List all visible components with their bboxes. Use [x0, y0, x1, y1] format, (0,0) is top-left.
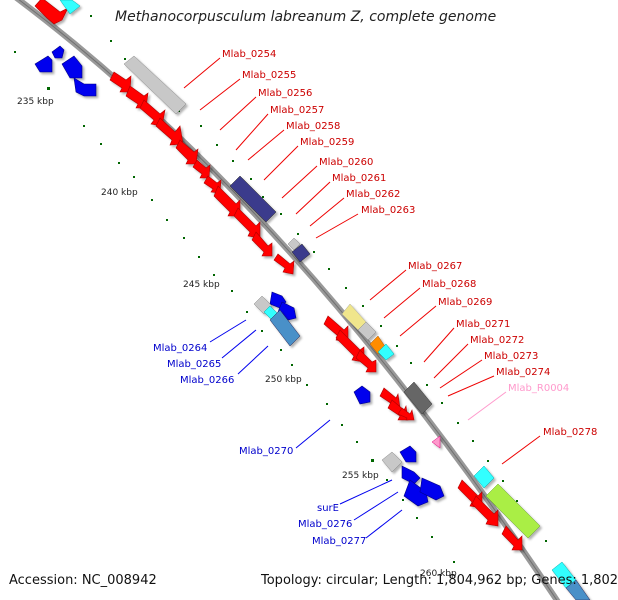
gene-mlab-0263b [251, 231, 273, 257]
gene-mlab-0255 [109, 71, 132, 93]
label-mlab-0266: Mlab_0266 [180, 375, 234, 386]
label-mlab-0255: Mlab_0255 [242, 70, 296, 81]
gene-mlab-0254 [34, 0, 69, 25]
leader-lines-right [183, 57, 541, 465]
gene-rev-a [34, 55, 53, 73]
feature-cyan-2 [377, 343, 395, 361]
label-mlab-0274: Mlab_0274 [496, 367, 550, 378]
gene-mlab-0259 [175, 139, 199, 165]
label-mlab-0259: Mlab_0259 [300, 137, 354, 148]
gene-mlab-0277b [419, 477, 445, 501]
leader-lines-left [209, 319, 403, 539]
gene-mlab-0263c [273, 253, 295, 275]
feature-grey-2 [287, 237, 301, 251]
feature-grey-4 [357, 321, 377, 341]
label-mlab-0263: Mlab_0263 [361, 205, 415, 216]
label-mlab-0257: Mlab_0257 [270, 105, 324, 116]
gene-rev-b [51, 45, 65, 59]
gene-mlab-0269 [355, 349, 377, 373]
scale-labels: 235 kbp 240 kbp 245 kbp 250 kbp 255 kbp … [17, 97, 457, 579]
scale-label-260: 260 kbp [420, 569, 457, 579]
other-features [59, 0, 591, 600]
scale-label-255: 255 kbp [342, 471, 379, 481]
label-mlab-r0004: Mlab_R0004 [508, 383, 569, 394]
label-mlab-0258: Mlab_0258 [286, 121, 340, 132]
gene-mlab-0276b [401, 465, 421, 485]
scale-label-250: 250 kbp [265, 375, 302, 385]
feature-cyan-top [59, 0, 81, 15]
reverse-genes [34, 45, 445, 507]
topology-label: Topology: circular; Length: 1,804,962 bp… [261, 573, 618, 588]
feature-rna-r0004 [431, 435, 441, 449]
label-mlab-0254: Mlab_0254 [222, 49, 276, 60]
accession-label: Accession: NC_008942 [9, 573, 157, 588]
feature-darkgrey-1 [403, 381, 433, 415]
gene-rev-c [61, 55, 83, 79]
genome-map: 235 kbp 240 kbp 245 kbp 250 kbp 255 kbp … [14, 0, 597, 600]
label-mlab-0271: Mlab_0271 [456, 319, 510, 330]
scale-label-240: 240 kbp [101, 188, 138, 198]
label-mlab-0261: Mlab_0261 [332, 173, 386, 184]
label-mlab-0273: Mlab_0273 [484, 351, 538, 362]
scale-label-245: 245 kbp [183, 280, 220, 290]
feature-lime-1 [485, 483, 541, 539]
genome-title: Methanocorpusculum labreanum Z, complete… [115, 9, 497, 25]
gene-rev-d [73, 77, 97, 97]
gene-mlab-0276 [399, 445, 417, 463]
label-mlab-0272: Mlab_0272 [470, 335, 524, 346]
label-mlab-0256: Mlab_0256 [258, 88, 312, 99]
feature-grey-5 [381, 451, 403, 473]
gene-labels-left: Mlab_0264 Mlab_0265 Mlab_0266 Mlab_0270 … [153, 343, 366, 547]
label-mlab-0262: Mlab_0262 [346, 189, 400, 200]
label-mlab-0268: Mlab_0268 [422, 279, 476, 290]
feature-lightblue-1 [269, 309, 301, 347]
label-mlab-0260: Mlab_0260 [319, 157, 373, 168]
scale-label-235: 235 kbp [17, 97, 54, 107]
feature-lightblue-bottom [565, 579, 591, 600]
label-mlab-0265: Mlab_0265 [167, 359, 221, 370]
gene-mlab-0273 [397, 407, 415, 421]
gene-mlab-0270 [353, 385, 371, 405]
gene-mlab-0268 [335, 329, 365, 363]
gene-mlab-0258 [155, 117, 184, 146]
gene-mlab-0260 [192, 159, 211, 179]
leader-line-r0004 [467, 391, 507, 421]
label-mlab-0264: Mlab_0264 [153, 343, 207, 354]
label-mlab-0269: Mlab_0269 [438, 297, 492, 308]
label-mlab-0270: Mlab_0270 [239, 446, 293, 457]
gene-labels-right: Mlab_0254 Mlab_0255 Mlab_0256 Mlab_0257 … [222, 49, 597, 438]
feature-grey-1 [123, 55, 187, 115]
label-sure: surE [317, 503, 339, 514]
label-mlab-0277: Mlab_0277 [312, 536, 366, 547]
label-mlab-0276: Mlab_0276 [298, 519, 352, 530]
label-mlab-0278: Mlab_0278 [543, 427, 597, 438]
feature-purple-1 [229, 175, 277, 223]
forward-genes [34, 0, 523, 551]
feature-cyan-3 [473, 465, 495, 489]
gene-mlab-0278c [501, 525, 523, 551]
gene-mlab-0278b [471, 495, 499, 527]
label-mlab-0267: Mlab_0267 [408, 261, 462, 272]
feature-purple-2 [291, 243, 311, 263]
